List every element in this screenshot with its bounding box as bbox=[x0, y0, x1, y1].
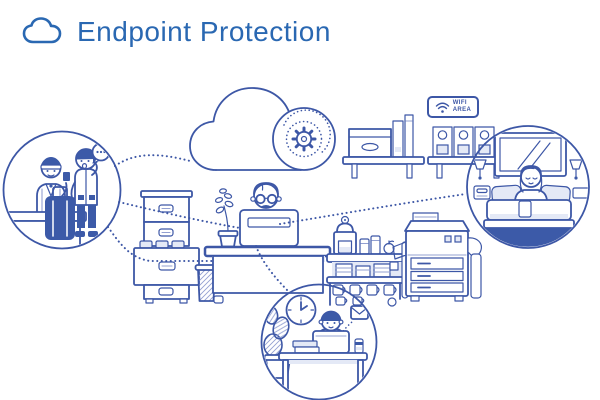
wifi-sign-line1: WIFI bbox=[452, 100, 467, 106]
reception-scene bbox=[2, 130, 122, 250]
desktop-monitor bbox=[239, 209, 299, 250]
cloud-icon bbox=[22, 17, 62, 44]
bed-frame bbox=[483, 219, 575, 229]
wall-lamp-right bbox=[569, 159, 583, 180]
floor-shadow bbox=[482, 228, 574, 247]
apple bbox=[383, 240, 395, 255]
small-desk bbox=[278, 352, 368, 393]
trash-can bbox=[194, 264, 224, 304]
hotel-room-scene bbox=[466, 125, 590, 249]
page-title: Endpoint Protection bbox=[77, 16, 331, 47]
speech-bubble-icon bbox=[91, 142, 111, 164]
coffee-cart bbox=[326, 215, 409, 307]
thermos bbox=[354, 338, 364, 354]
woman-in-bed bbox=[514, 165, 548, 213]
coffee-machine bbox=[333, 215, 357, 255]
mail-dotted-trail bbox=[340, 321, 353, 335]
desk-worker bbox=[250, 182, 282, 209]
wall-lamp-left bbox=[473, 159, 487, 180]
employee-desk-scene bbox=[260, 283, 378, 400]
wifi-sign-line2: AREA bbox=[452, 107, 472, 113]
mug bbox=[518, 200, 532, 218]
nightstand-radio bbox=[572, 187, 588, 199]
wifi-icon bbox=[435, 102, 449, 113]
wall-phone bbox=[473, 185, 491, 200]
book-stack bbox=[292, 340, 320, 354]
mugs bbox=[332, 284, 397, 306]
suitcase bbox=[45, 186, 75, 240]
wall-shelf-left bbox=[342, 114, 425, 179]
printer bbox=[389, 212, 482, 302]
filing-cabinet bbox=[133, 190, 200, 304]
office-desk bbox=[203, 182, 332, 294]
wifi-area-sign: WIFI AREA bbox=[427, 96, 479, 118]
desk-plant bbox=[214, 188, 239, 248]
dotted-links bbox=[107, 154, 467, 293]
protection-cloud bbox=[189, 87, 336, 171]
gear-icon bbox=[291, 126, 317, 152]
open-drawer bbox=[133, 240, 200, 286]
clock-icon bbox=[285, 294, 317, 326]
header: Endpoint Protection bbox=[22, 16, 331, 48]
binders bbox=[432, 126, 495, 158]
